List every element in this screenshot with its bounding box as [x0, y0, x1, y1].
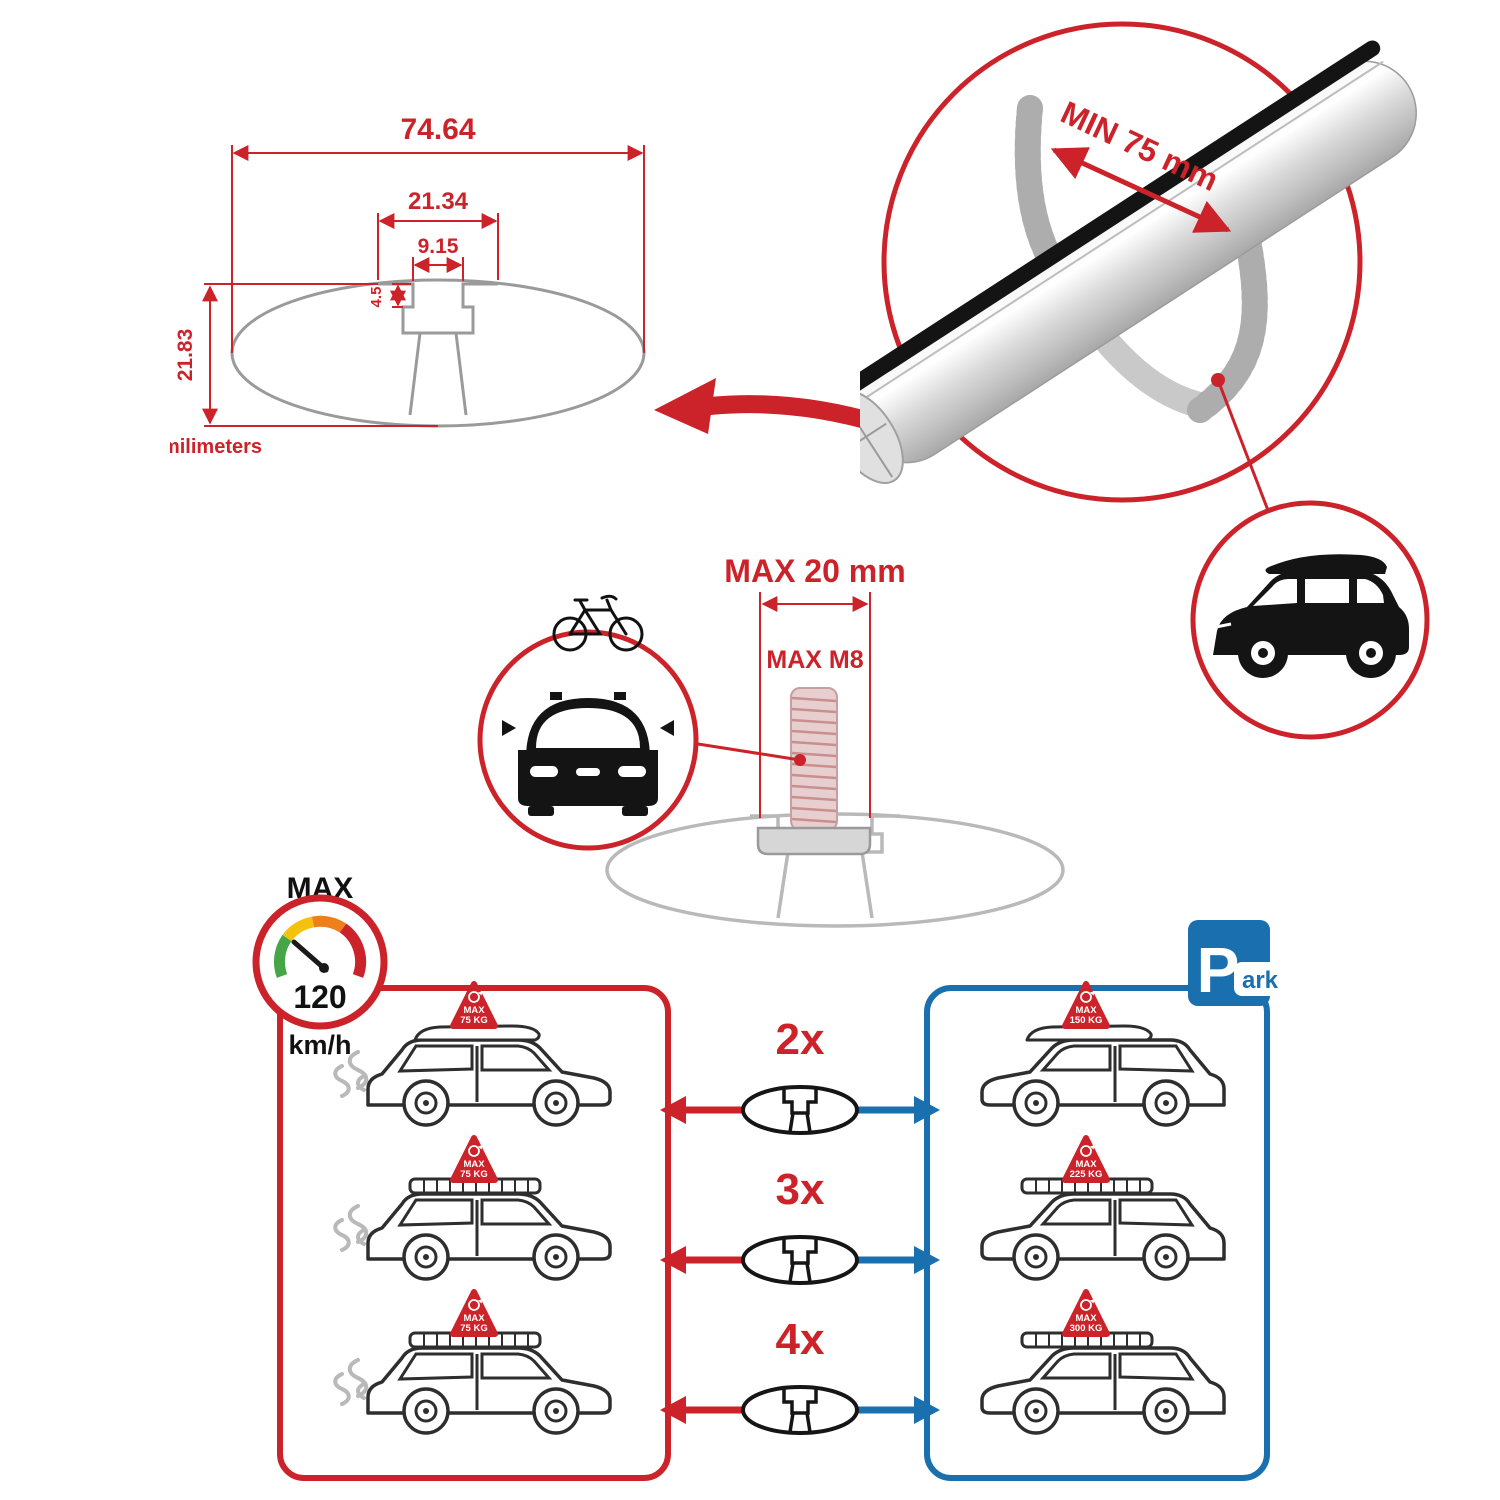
suv-silhouette — [1213, 554, 1409, 678]
leader-line — [697, 742, 801, 762]
tag-weight: 75 KG — [460, 1015, 487, 1026]
dim-height-label: 21.83 — [174, 329, 197, 382]
driving-car-row-3: MAX 75 KG — [333, 1292, 612, 1435]
tag-title: MAX — [1075, 1313, 1097, 1324]
load-tag: MAX 75 KG — [453, 1138, 495, 1180]
crossbar-render-detail: MIN 75 mm — [860, 21, 1417, 514]
parked-car-row-1: MAX 150 KG — [980, 984, 1226, 1127]
speed-value: 120 — [293, 979, 346, 1015]
t-slot-glyph — [782, 1238, 818, 1283]
crossbar-profile-outline — [230, 278, 646, 428]
tag-title: MAX — [463, 1313, 485, 1324]
tag-title: MAX — [1075, 1159, 1097, 1170]
tag-weight: 75 KG — [460, 1323, 487, 1334]
bolt-extension-lines — [759, 592, 871, 818]
speedometer: 120 — [252, 894, 388, 1030]
count-3x: 3x — [776, 1165, 825, 1214]
tag-title: MAX — [1075, 1005, 1097, 1016]
t-slot-glyph — [782, 1388, 818, 1433]
min-span-arrow — [1050, 147, 1232, 233]
unit-label: milimeters — [170, 436, 262, 458]
crossbar-section-row-3 — [660, 1385, 940, 1435]
driving-car-row-2: MAX 75 KG — [333, 1138, 612, 1281]
parked-car-row-3: MAX 300 KG — [980, 1292, 1226, 1435]
dim-inner-slot-label: 9.15 — [418, 235, 459, 258]
profile-dimension-drawing: 74.64 21.34 9.15 4.5 21.83 milimeters — [170, 113, 646, 458]
count-4x: 4x — [776, 1315, 825, 1364]
right-arrow-head — [914, 1396, 940, 1424]
dim-outer-slot-label: 21.34 — [408, 188, 469, 215]
detail-arrow — [654, 378, 883, 434]
left-arrow-head — [660, 1246, 686, 1274]
load-comparison-panel: MAX 120 km/h P ark — [252, 872, 1286, 1481]
dimension-lines — [202, 145, 645, 427]
tag-title: MAX — [463, 1005, 485, 1016]
parking-letter: P — [1197, 934, 1240, 1006]
dim-lip-label: 4.5 — [368, 287, 385, 308]
left-arrow-head — [660, 1396, 686, 1424]
tag-weight: 75 KG — [460, 1169, 487, 1180]
crossbar-section-row-1 — [660, 1085, 940, 1135]
parked-car-row-2: MAX 225 KG — [980, 1138, 1226, 1281]
load-tag: MAX 75 KG — [453, 1292, 495, 1334]
parking-sign: P ark — [1188, 920, 1286, 1006]
speed-unit: km/h — [288, 1030, 351, 1060]
suv-roofbox-badge — [1190, 500, 1430, 740]
max-thread-label: MAX M8 — [766, 646, 863, 674]
tag-title: MAX — [463, 1159, 485, 1170]
tag-weight: 150 KG — [1070, 1015, 1103, 1026]
tag-weight: 225 KG — [1070, 1169, 1103, 1180]
count-2x: 2x — [776, 1015, 825, 1064]
parking-suffix: ark — [1242, 967, 1279, 994]
t-bolt — [756, 687, 872, 856]
right-arrow-head — [914, 1096, 940, 1124]
dim-width-label: 74.64 — [400, 113, 475, 146]
max-width-label: MAX 20 mm — [724, 553, 905, 589]
load-tag: MAX 225 KG — [1065, 1138, 1107, 1180]
left-arrow-head — [660, 1096, 686, 1124]
load-tag: MAX 300 KG — [1065, 1292, 1107, 1334]
bolt-detail-section: MAX 20 mm MAX M8 — [477, 553, 1065, 928]
driving-car-row-1: MAX 75 KG — [333, 984, 612, 1127]
detail-arrow-shaft — [701, 395, 883, 433]
load-tag: MAX 75 KG — [453, 984, 495, 1026]
tag-weight: 300 KG — [1070, 1323, 1103, 1334]
crossbar-section-row-2 — [660, 1235, 940, 1285]
leader-line — [1216, 379, 1271, 514]
car-front-silhouette — [502, 692, 674, 816]
load-tag: MAX 150 KG — [1065, 984, 1107, 1026]
right-arrow-head — [914, 1246, 940, 1274]
detail-arrow-head — [654, 378, 716, 434]
t-slot-glyph — [782, 1088, 818, 1133]
bike-icon — [552, 594, 644, 652]
